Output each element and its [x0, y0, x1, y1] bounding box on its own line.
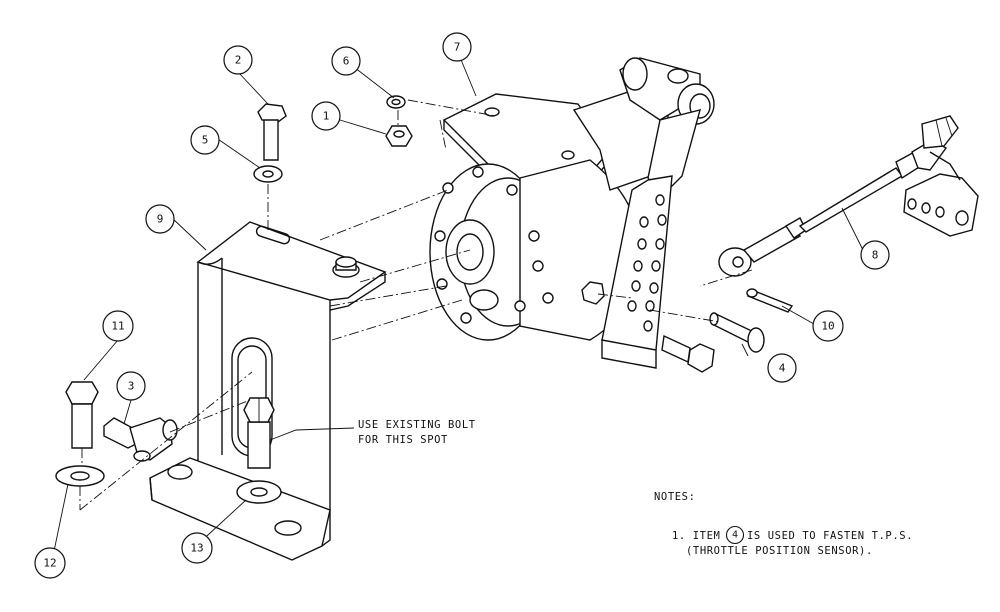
svg-text:4: 4 — [732, 530, 738, 541]
linkage-rod — [719, 116, 978, 276]
svg-text:12: 12 — [43, 557, 56, 570]
nut-item-1 — [386, 126, 412, 146]
svg-text:9: 9 — [157, 213, 164, 226]
callout-1: 1 — [312, 102, 340, 130]
pin-item-4 — [710, 313, 764, 352]
lever-holes — [628, 195, 666, 331]
existing-bolt — [237, 398, 281, 503]
note-1-prefix: 1. ITEM — [672, 530, 720, 542]
cotter-pin-item-10 — [747, 289, 792, 312]
callout-11: 11 — [103, 311, 133, 341]
washer-item-12 — [56, 466, 104, 486]
callout-6: 6 — [332, 47, 360, 75]
mounting-bracket — [150, 222, 385, 560]
bolt-item-11 — [66, 382, 98, 448]
note-1-text: IS USED TO FASTEN T.P.S. — [747, 530, 913, 542]
note-1-line-2: (THROTTLE POSITION SENSOR). — [686, 545, 873, 557]
svg-text:5: 5 — [202, 134, 209, 147]
svg-text:7: 7 — [454, 41, 461, 54]
notes-heading: NOTES: — [654, 491, 696, 503]
svg-text:11: 11 — [111, 320, 124, 333]
callout-9: 9 — [146, 205, 174, 233]
callout-10: 10 — [813, 311, 843, 341]
assembly-centerlines — [80, 100, 752, 510]
svg-text:4: 4 — [779, 362, 786, 375]
svg-text:10: 10 — [821, 320, 834, 333]
washer-item-6 — [387, 96, 405, 108]
lever-bolt — [662, 336, 714, 372]
svg-text:13: 13 — [190, 542, 203, 555]
callout-7: 7 — [443, 33, 471, 61]
callout-3: 3 — [117, 372, 145, 400]
callout-13: 13 — [182, 533, 212, 563]
bolt-item-2 — [258, 104, 286, 160]
flange-bolt-heads — [435, 167, 553, 323]
throttle-arm-holes — [908, 199, 968, 225]
washer-item-5 — [254, 166, 282, 182]
existing-bolt-annotation: USE EXISTING BOLT FOR THIS SPOT — [358, 419, 476, 446]
annotation-line-2: FOR THIS SPOT — [358, 434, 448, 446]
svg-text:8: 8 — [872, 249, 879, 262]
callout-2: 2 — [224, 46, 252, 74]
callout-5: 5 — [191, 126, 219, 154]
callout-12: 12 — [35, 548, 65, 578]
svg-text:2: 2 — [235, 54, 242, 67]
callout-8: 8 — [861, 241, 889, 269]
callout-4: 4 — [768, 354, 796, 382]
svg-text:3: 3 — [128, 380, 135, 393]
throttle-actuator — [430, 58, 714, 368]
elbow-fitting-item-3 — [104, 418, 177, 461]
notes-block: NOTES: 1. ITEM 4 IS USED TO FASTEN T.P.S… — [654, 491, 913, 557]
svg-text:6: 6 — [343, 55, 350, 68]
svg-text:1: 1 — [323, 110, 330, 123]
annotation-line-1: USE EXISTING BOLT — [358, 419, 476, 431]
note-1-item-ref: 4 — [727, 527, 744, 544]
